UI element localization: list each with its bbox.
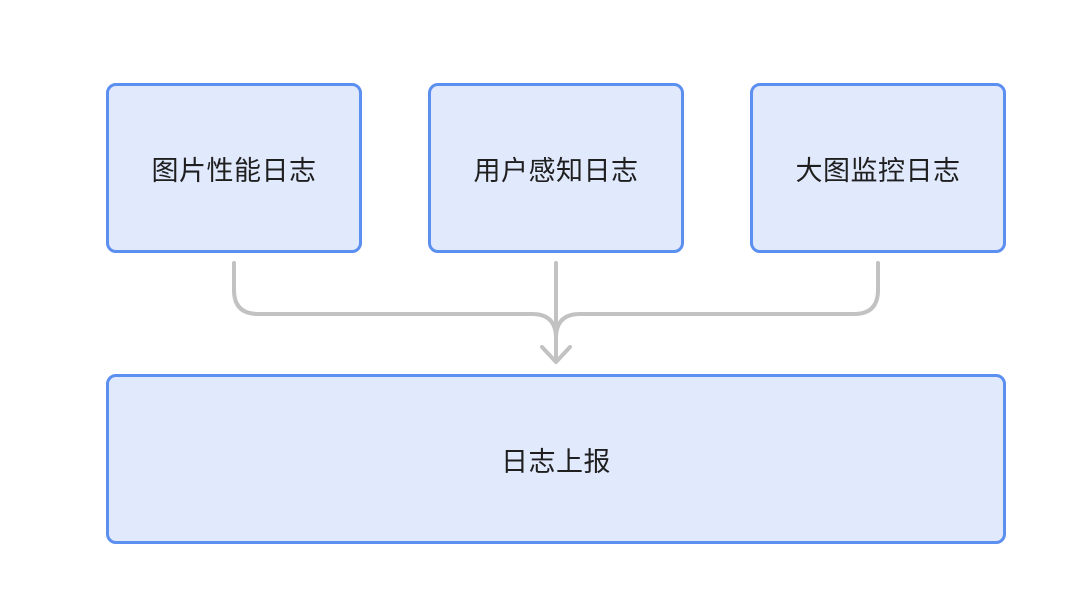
node-label: 日志上报 <box>501 446 611 478</box>
node-large-image-monitor-log: 大图监控日志 <box>750 83 1006 253</box>
arrowhead-icon <box>540 345 572 364</box>
node-log-report: 日志上报 <box>106 374 1006 544</box>
edge-image-perf-to-report <box>232 261 558 362</box>
node-label: 用户感知日志 <box>473 155 639 187</box>
node-label: 大图监控日志 <box>795 155 961 187</box>
edge-large-image-to-report <box>554 261 880 362</box>
node-label: 图片性能日志 <box>151 155 317 187</box>
node-user-perception-log: 用户感知日志 <box>428 83 684 253</box>
node-image-perf-log: 图片性能日志 <box>106 83 362 253</box>
